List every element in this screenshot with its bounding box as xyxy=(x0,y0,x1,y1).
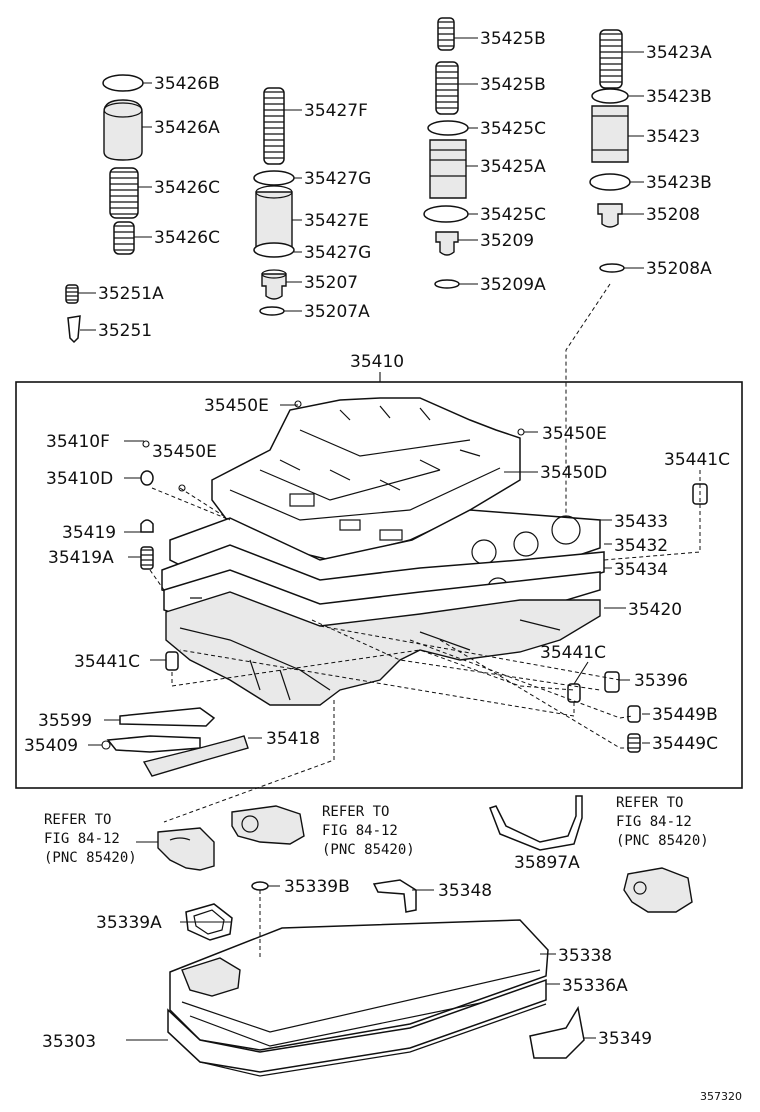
bracket-35348 xyxy=(372,879,417,913)
label-35425B-2: 35425B xyxy=(480,75,546,95)
label-35426C-1: 35426C xyxy=(154,178,220,198)
label-35209A: 35209A xyxy=(480,275,546,295)
reference-note-3: REFER TO FIG 84-12 (PNC 85420) xyxy=(616,795,709,849)
label-35419A: 35419A xyxy=(48,548,114,568)
label-35441C-2: 35441C xyxy=(540,643,606,663)
ref-1-line3: (PNC 85420) xyxy=(44,850,137,866)
label-35450E-3: 35450E xyxy=(152,442,217,462)
reference-note-1: REFER TO FIG 84-12 (PNC 85420) xyxy=(44,812,137,866)
label-35450D: 35450D xyxy=(540,463,607,483)
ref-3-line2: FIG 84-12 xyxy=(616,814,692,830)
ref-1-line1: REFER TO xyxy=(44,812,111,828)
label-35426A: 35426A xyxy=(154,118,220,138)
label-35450E-2: 35450E xyxy=(542,424,607,444)
label-35425C-2: 35425C xyxy=(480,205,546,225)
label-35427G-2: 35427G xyxy=(304,243,371,263)
label-35427F: 35427F xyxy=(304,101,368,121)
valve-body-assembly-box xyxy=(15,381,743,789)
label-35339B: 35339B xyxy=(284,877,350,897)
solenoid-3 xyxy=(623,867,693,913)
spring-35251A xyxy=(66,287,78,301)
figure-number: 357320 xyxy=(700,1090,742,1103)
label-35423: 35423 xyxy=(646,127,700,147)
label-35420: 35420 xyxy=(628,600,682,620)
o-ring-35339B xyxy=(251,881,269,891)
label-35426B: 35426B xyxy=(154,74,220,94)
label-35425A: 35425A xyxy=(480,157,546,177)
ref-2-line2: FIG 84-12 xyxy=(322,823,398,839)
label-35251A: 35251A xyxy=(98,284,164,304)
ref-2-line3: (PNC 85420) xyxy=(322,842,415,858)
label-35450E-1: 35450E xyxy=(204,396,269,416)
label-35336A: 35336A xyxy=(562,976,628,996)
label-35419: 35419 xyxy=(62,523,116,543)
spring-35426C-b xyxy=(114,225,134,251)
label-35418: 35418 xyxy=(266,729,320,749)
label-35303: 35303 xyxy=(42,1032,96,1052)
label-35433: 35433 xyxy=(614,512,668,532)
ref-2-line1: REFER TO xyxy=(322,804,389,820)
label-35426C-2: 35426C xyxy=(154,228,220,248)
check-ball-35251 xyxy=(67,315,81,344)
label-35449B: 35449B xyxy=(652,705,718,725)
label-35410D: 35410D xyxy=(46,469,113,489)
solenoid-1 xyxy=(157,827,215,871)
label-35441C-3: 35441C xyxy=(74,652,140,672)
label-35207A: 35207A xyxy=(304,302,370,322)
label-35441C-1: 35441C xyxy=(664,450,730,470)
label-35423B-2: 35423B xyxy=(646,173,712,193)
label-35449C: 35449C xyxy=(652,734,718,754)
label-35349: 35349 xyxy=(598,1029,652,1049)
label-35425C-1: 35425C xyxy=(480,119,546,139)
ref-1-line2: FIG 84-12 xyxy=(44,831,120,847)
piston-35426A xyxy=(103,99,143,161)
label-35396: 35396 xyxy=(634,671,688,691)
spring-35426C-a xyxy=(110,171,138,215)
label-35338: 35338 xyxy=(558,946,612,966)
solenoid-2 xyxy=(231,805,305,845)
label-35599: 35599 xyxy=(38,711,92,731)
part-labels: 35426B 35426A 35426C 35426C 35251A 35251… xyxy=(24,29,730,1052)
label-35423B-1: 35423B xyxy=(646,87,712,107)
label-35207: 35207 xyxy=(304,273,358,293)
ref-3-line3: (PNC 85420) xyxy=(616,833,709,849)
accumulator-group-35423 xyxy=(565,29,644,600)
accumulator-group-35426 xyxy=(65,74,152,344)
label-35425B-1: 35425B xyxy=(480,29,546,49)
label-35434: 35434 xyxy=(614,560,668,580)
accumulator-group-35427 xyxy=(253,87,302,316)
label-35410F: 35410F xyxy=(46,432,110,452)
accumulator-group-35425 xyxy=(423,17,478,289)
label-35427E: 35427E xyxy=(304,211,369,231)
label-35208: 35208 xyxy=(646,205,700,225)
label-35432: 35432 xyxy=(614,536,668,556)
label-35348: 35348 xyxy=(438,881,492,901)
label-35409: 35409 xyxy=(24,736,78,756)
label-35208A: 35208A xyxy=(646,259,712,279)
pipe-35897A xyxy=(489,795,583,851)
label-35251: 35251 xyxy=(98,321,152,341)
label-35339A: 35339A xyxy=(96,913,162,933)
oil-pan-assembly xyxy=(126,841,596,1077)
label-35410: 35410 xyxy=(350,352,404,372)
valve-body-assembly xyxy=(88,397,708,823)
label-35427G-1: 35427G xyxy=(304,169,371,189)
ref-3-line1: REFER TO xyxy=(616,795,683,811)
label-35897A: 35897A xyxy=(514,853,580,873)
label-35423A: 35423A xyxy=(646,43,712,63)
reference-note-2: REFER TO FIG 84-12 (PNC 85420) xyxy=(322,804,415,858)
o-ring-35426B xyxy=(102,74,144,92)
label-35209: 35209 xyxy=(480,231,534,251)
